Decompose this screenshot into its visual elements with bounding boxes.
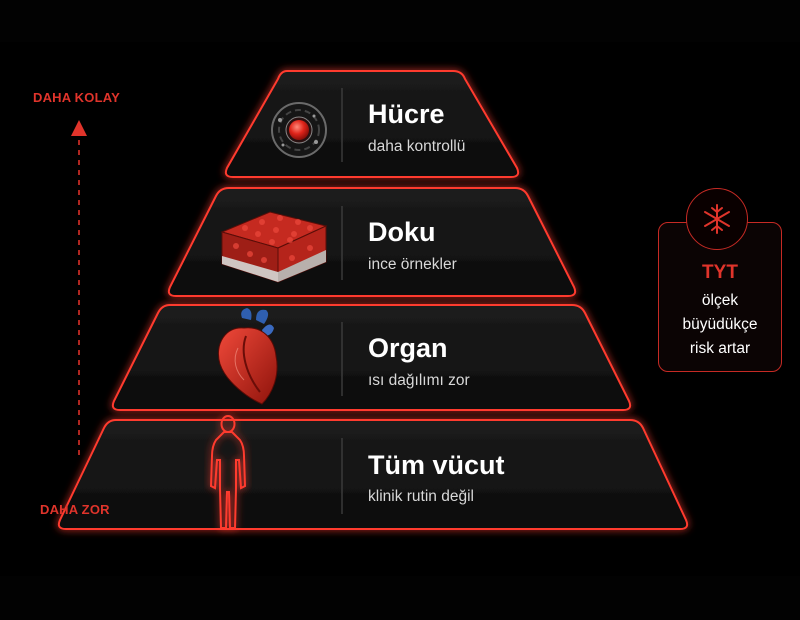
axis-top-label: DAHA KOLAY	[33, 90, 120, 105]
axis-arrow-head-icon	[71, 120, 87, 136]
tier-tum-vucut-shape	[57, 419, 689, 530]
tier-hucre-subtitle: daha kontrollü	[368, 138, 466, 155]
tier-doku-title: Doku	[368, 217, 436, 247]
side-note-line-1: ölçek	[701, 292, 739, 309]
top-band	[0, 0, 800, 42]
side-note-line-3: risk artar	[689, 340, 751, 357]
human-body-icon	[209, 415, 247, 529]
cell-icon	[271, 102, 327, 158]
tier-doku-subtitle: ince örnekler	[368, 256, 457, 273]
tissue-block-icon	[220, 211, 328, 283]
tier-tum-vucut-title: Tüm vücut	[368, 450, 505, 480]
tier-organ-title: Organ	[368, 333, 448, 363]
bottom-band	[0, 576, 800, 620]
tier-organ-subtitle: ısı dağılımı zor	[368, 372, 470, 389]
tier-tum-vucut-subtitle: klinik rutin değil	[368, 488, 474, 505]
side-note-line-2: büyüdükçe	[682, 316, 758, 333]
side-note-title: TYT	[702, 262, 738, 283]
tier-hucre-title: Hücre	[368, 99, 445, 129]
heart-icon	[218, 308, 278, 405]
axis-bottom-label: DAHA ZOR	[40, 502, 110, 517]
side-note-icon-circle	[686, 188, 748, 250]
